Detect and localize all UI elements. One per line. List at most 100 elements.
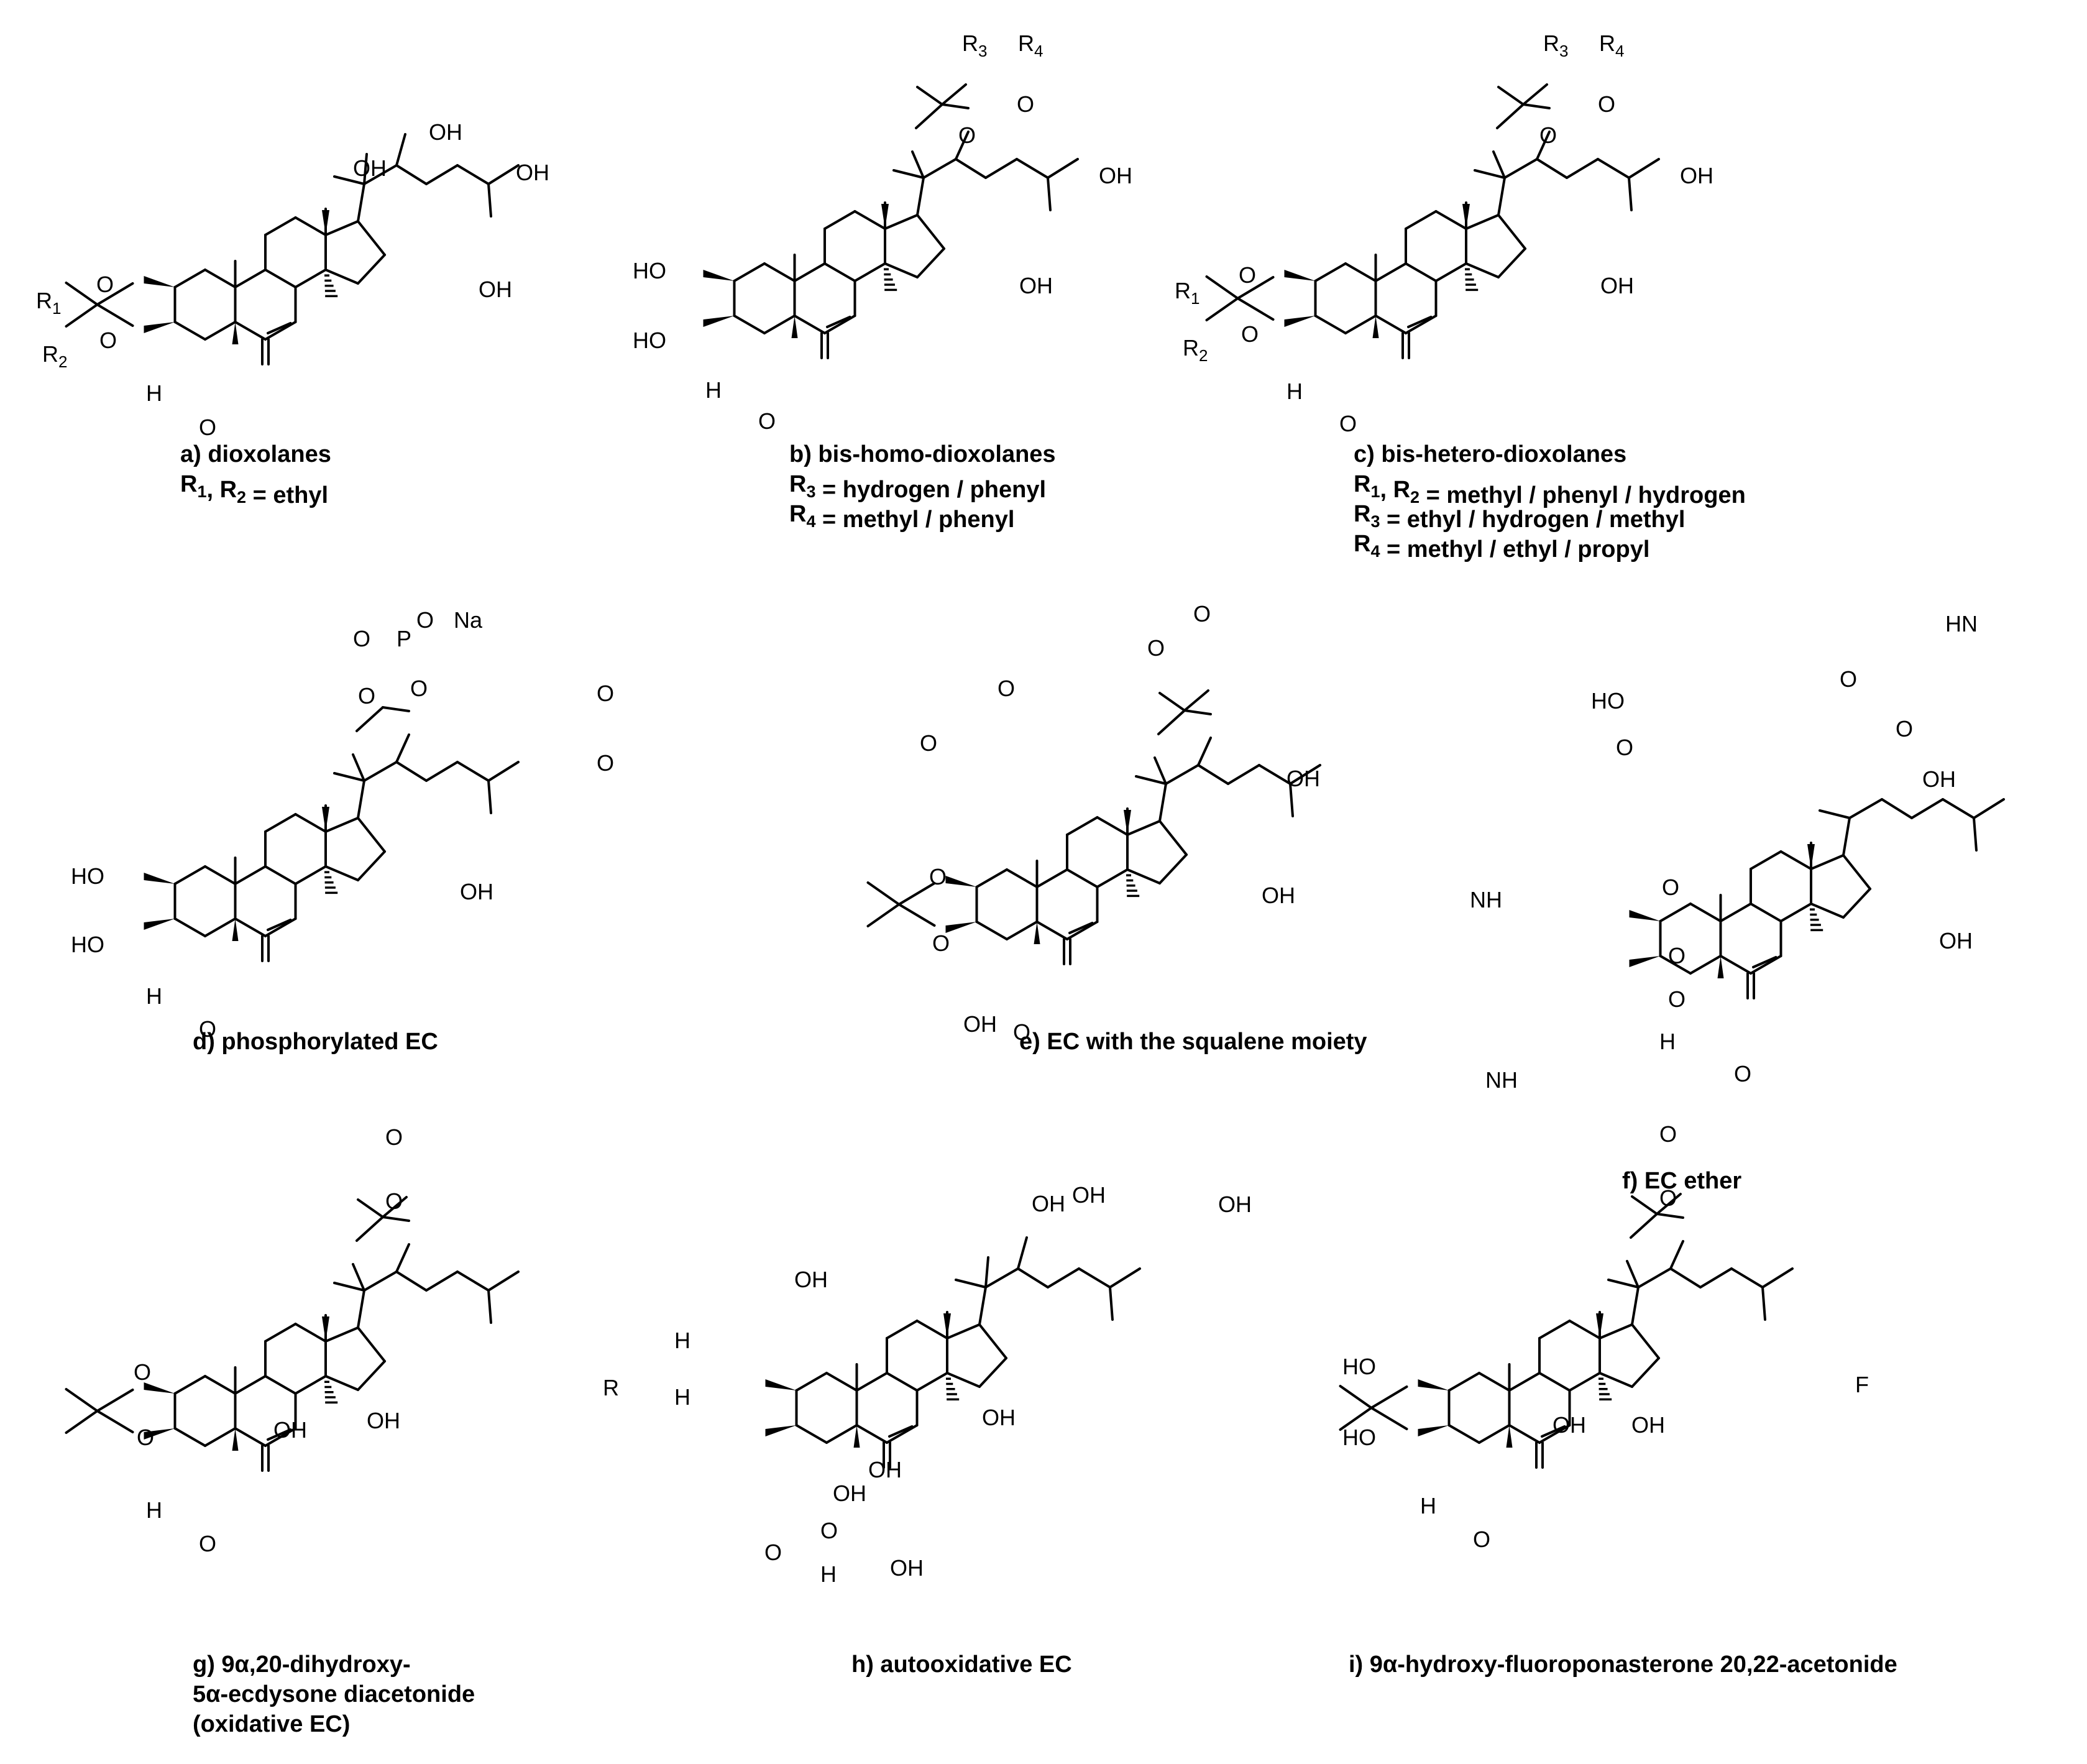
atom-label: O bbox=[597, 750, 614, 776]
atom-label: O bbox=[1662, 875, 1679, 900]
atom-label: R1 bbox=[36, 288, 61, 318]
caption-line: b) bis-homo-dioxolanes bbox=[789, 441, 1056, 467]
atom-label: R2 bbox=[42, 341, 67, 371]
caption-line: e) EC with the squalene moiety bbox=[1019, 1029, 1367, 1055]
atom-label: OH bbox=[1218, 1192, 1252, 1217]
atom-label: OH bbox=[1922, 766, 1956, 792]
caption-line: i) 9α-hydroxy-fluoroponasterone 20,22-ac… bbox=[1349, 1651, 1897, 1678]
atom-label: R2 bbox=[1183, 335, 1208, 365]
atom-label: O bbox=[1659, 1185, 1677, 1211]
atom-label: O bbox=[1193, 601, 1211, 627]
atom-label: NH bbox=[1485, 1067, 1518, 1093]
atom-label: O bbox=[1339, 411, 1357, 436]
atom-label: O bbox=[1539, 122, 1557, 148]
atom-label: O bbox=[385, 1124, 403, 1150]
atom-label: F bbox=[1855, 1372, 1869, 1397]
atom-label: O bbox=[1668, 986, 1686, 1012]
atom-label: H bbox=[1287, 379, 1303, 404]
atom-label: HN bbox=[1945, 611, 1978, 636]
atom-label: HO bbox=[633, 328, 666, 353]
atom-label: O bbox=[385, 1188, 403, 1214]
atom-label: O bbox=[199, 415, 216, 440]
atom-label: OH bbox=[982, 1405, 1016, 1430]
atom-label: OH bbox=[479, 277, 512, 302]
atom-label: OH bbox=[963, 1011, 997, 1037]
atom-label: R4 bbox=[1599, 30, 1624, 60]
caption-line: R1, R2 = methyl / phenyl / hydrogen bbox=[1354, 471, 1746, 508]
atom-label: O bbox=[137, 1425, 154, 1450]
atom-label: OH bbox=[1631, 1412, 1665, 1438]
atom-label: O bbox=[353, 626, 370, 651]
caption-line: f) EC ether bbox=[1622, 1168, 1741, 1194]
atom-label: O bbox=[1013, 1019, 1030, 1045]
caption-line: R3 = hydrogen / phenyl bbox=[789, 471, 1046, 503]
atom-label: OH bbox=[794, 1267, 828, 1292]
atom-label: O bbox=[920, 730, 937, 756]
caption-line: (oxidative EC) bbox=[193, 1711, 350, 1737]
atom-label: OH bbox=[1099, 163, 1132, 188]
atom-label: O bbox=[758, 408, 776, 434]
atom-label: OH bbox=[1072, 1182, 1106, 1208]
atom-label: O bbox=[1668, 943, 1686, 968]
atom-label: OH bbox=[1939, 928, 1973, 953]
atom-label: O bbox=[820, 1518, 838, 1543]
caption-line: d) phosphorylated EC bbox=[193, 1029, 438, 1055]
atom-label: O bbox=[96, 272, 114, 297]
atom-label: O bbox=[1239, 262, 1256, 288]
atom-label: OH bbox=[868, 1457, 902, 1482]
atom-label: HO bbox=[1342, 1354, 1376, 1379]
atom-label: O bbox=[416, 607, 434, 633]
atom-label: Na bbox=[454, 607, 483, 633]
atom-label: HO bbox=[1591, 688, 1625, 714]
caption-line: 5α-ecdysone diacetonide bbox=[193, 1681, 475, 1707]
atom-label: O bbox=[1241, 321, 1259, 347]
atom-label: H bbox=[1420, 1493, 1436, 1518]
atom-label: H bbox=[146, 380, 162, 406]
caption-line: R4 = methyl / ethyl / propyl bbox=[1354, 531, 1649, 563]
atom-label: OH bbox=[1553, 1412, 1586, 1438]
atom-label: O bbox=[410, 676, 428, 701]
atom-label: OH bbox=[516, 160, 549, 185]
atom-label: OH bbox=[429, 119, 462, 145]
atom-label: R3 bbox=[1543, 30, 1568, 60]
atom-label: NH bbox=[1470, 887, 1502, 912]
atom-label: R bbox=[603, 1375, 619, 1400]
atom-label: O bbox=[764, 1540, 782, 1565]
atom-label: OH bbox=[1287, 766, 1320, 791]
atom-label: O bbox=[998, 676, 1015, 701]
atom-label: O bbox=[199, 1531, 216, 1556]
atom-label: H bbox=[146, 1497, 162, 1523]
atom-label: O bbox=[134, 1359, 151, 1385]
atom-label: O bbox=[1598, 91, 1615, 117]
atom-label: R3 bbox=[962, 30, 987, 60]
atom-label: OH bbox=[1019, 273, 1053, 298]
atom-label: R4 bbox=[1018, 30, 1043, 60]
atom-label: OH bbox=[353, 155, 387, 181]
atom-label: H bbox=[1659, 1029, 1676, 1054]
caption-line: h) autooxidative EC bbox=[851, 1651, 1072, 1678]
atom-label: O bbox=[597, 681, 614, 706]
caption-line: R1, R2 = ethyl bbox=[180, 471, 328, 508]
atom-label: HO bbox=[1342, 1425, 1376, 1450]
caption-line: R4 = methyl / phenyl bbox=[789, 501, 1014, 533]
atom-label: H bbox=[146, 983, 162, 1009]
caption-line: R3 = ethyl / hydrogen / methyl bbox=[1354, 501, 1685, 533]
atom-label: O bbox=[932, 930, 950, 956]
atom-label: OH bbox=[1262, 883, 1295, 908]
atom-label: O bbox=[1840, 666, 1857, 692]
atom-label: O bbox=[99, 328, 117, 353]
atom-label: H bbox=[705, 377, 722, 403]
atom-label: OH bbox=[367, 1408, 400, 1433]
atom-label: HO bbox=[633, 258, 666, 283]
atom-label: OH bbox=[1680, 163, 1713, 188]
atom-label: OH bbox=[1032, 1191, 1065, 1216]
atom-label: O bbox=[1659, 1121, 1677, 1147]
atom-label: H bbox=[820, 1561, 837, 1587]
atom-label: OH bbox=[1600, 273, 1634, 298]
atom-label: O bbox=[958, 122, 976, 148]
